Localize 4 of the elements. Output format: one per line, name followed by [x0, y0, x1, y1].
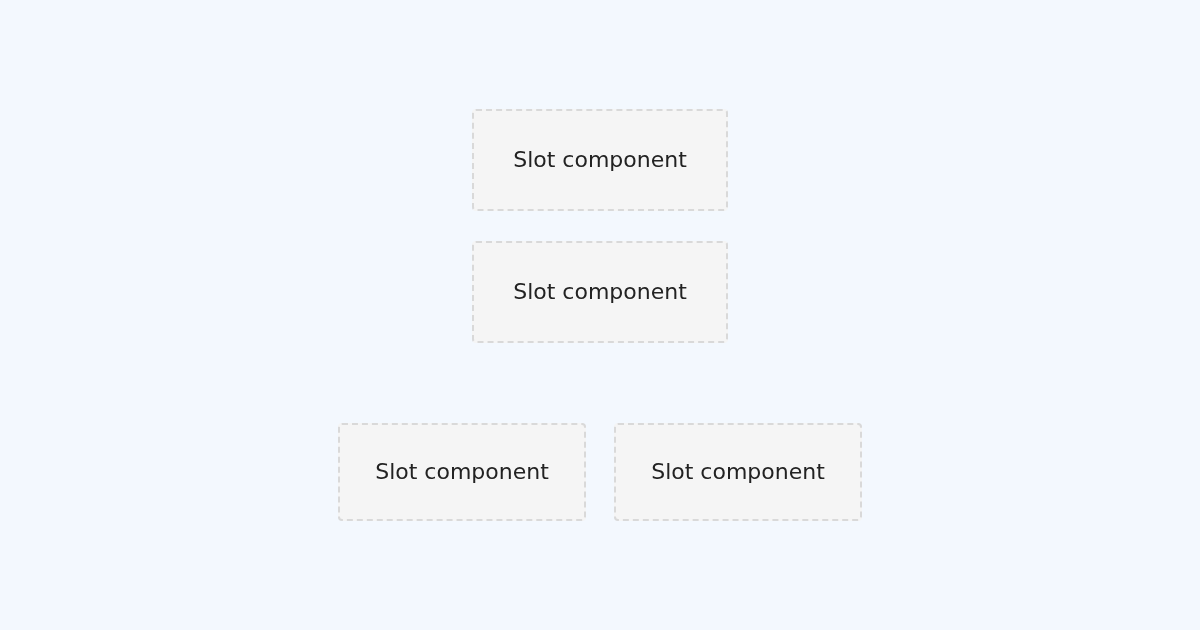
component-slot: Slot component: [614, 423, 862, 521]
component-slot: Slot component: [472, 241, 728, 343]
component-slot: Slot component: [338, 423, 586, 521]
component-slot: Slot component: [472, 109, 728, 211]
